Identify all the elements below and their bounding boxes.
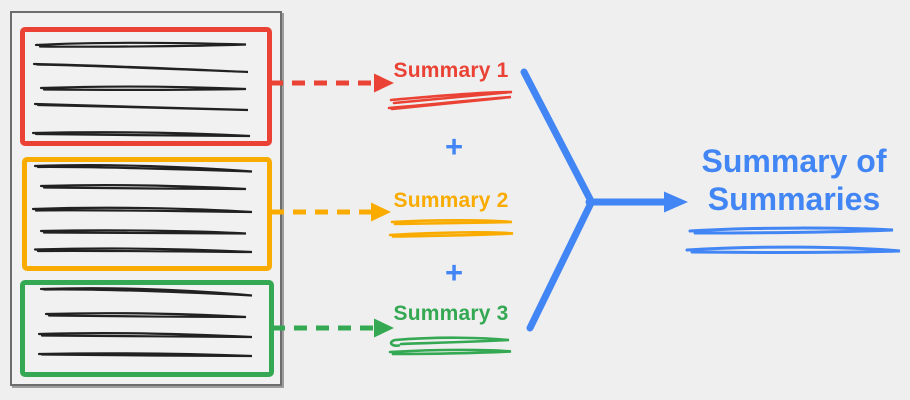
- chunk-3-text-scribbles: [37, 287, 253, 358]
- dashed-arrow-chunk3-to-summary3: [272, 318, 394, 338]
- merge-connector-arrow: [520, 68, 688, 332]
- dashed-arrow-chunk1-to-summary1: [270, 73, 394, 93]
- document-chunk-2-box: [22, 157, 272, 271]
- dashed-arrow-chunk2-to-summary2: [271, 202, 391, 222]
- chunk-1-text-scribbles: [31, 41, 251, 138]
- source-document: [10, 11, 282, 386]
- chunk-2-text-scribbles: [31, 164, 253, 254]
- document-chunk-1-box: [20, 27, 272, 146]
- plus-operator-1: +: [444, 129, 464, 164]
- summary-1-underline-scribble: [387, 90, 513, 111]
- summary-2-label: Summary 2: [393, 189, 509, 212]
- summary-1-label: Summary 1: [393, 59, 509, 82]
- final-summary-underline-scribble: [685, 226, 901, 254]
- plus-operator-2: +: [444, 255, 464, 290]
- summary-3-underline-scribble: [388, 336, 512, 356]
- document-chunk-3-box: [20, 280, 274, 377]
- final-summary-title: Summary of Summaries: [701, 143, 887, 217]
- summary-2-underline-scribble: [388, 219, 514, 238]
- summary-3-label: Summary 3: [393, 302, 509, 325]
